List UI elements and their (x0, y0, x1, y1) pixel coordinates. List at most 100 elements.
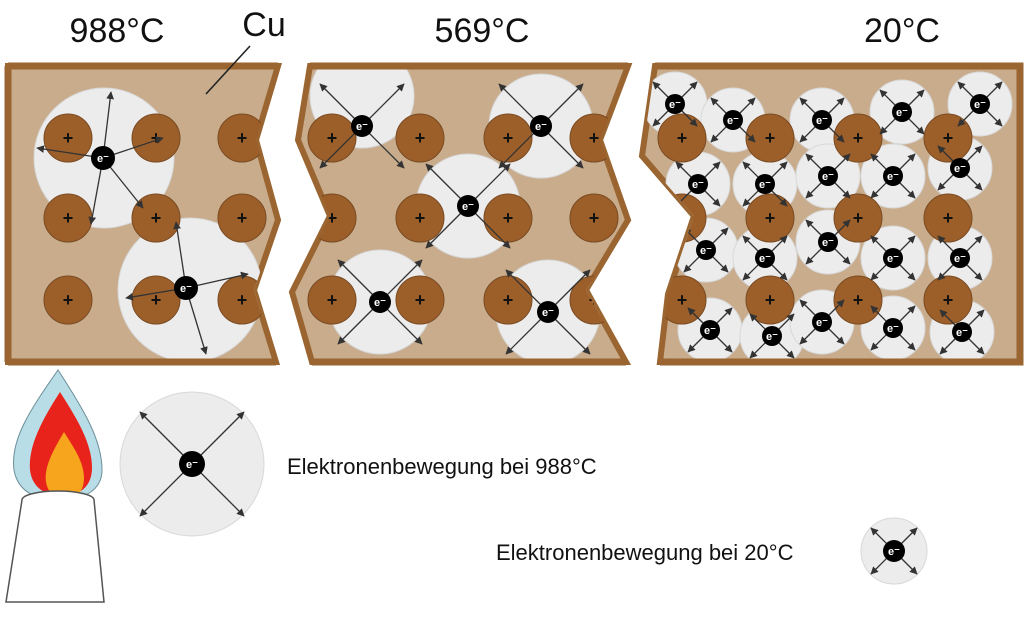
ion-charge-label: + (151, 128, 162, 148)
free-electron: e⁻ (675, 161, 721, 207)
free-electron: e⁻ (870, 153, 916, 199)
free-electron: e⁻ (337, 259, 423, 345)
free-electron: e⁻ (937, 145, 983, 191)
ion-charge-label: + (237, 290, 248, 310)
temperature-label-988: 988°C (70, 12, 165, 50)
electron-charge-label: e⁻ (887, 323, 899, 335)
metal-ion: + (569, 113, 619, 163)
metal-ion: + (307, 275, 357, 325)
metal-ion: + (483, 113, 533, 163)
metal-ion: + (131, 113, 181, 163)
electron-charge-label: e⁻ (180, 283, 192, 295)
metal-ion: + (833, 193, 883, 243)
electron-charge-label: e⁻ (462, 201, 474, 213)
free-electron: e⁻ (687, 307, 733, 353)
ion-charge-label: + (853, 128, 864, 148)
free-electron: e⁻ (742, 161, 788, 207)
ion-charge-label: + (151, 290, 162, 310)
free-electron: e⁻ (683, 227, 729, 273)
metal-ion: + (307, 193, 357, 243)
metal-ion: + (923, 275, 973, 325)
ion-charge-label: + (765, 208, 776, 228)
electron-charge-label: e⁻ (888, 546, 900, 558)
free-electron: e⁻ (799, 299, 845, 345)
free-electron: e⁻ (498, 83, 584, 169)
free-electron: e⁻ (805, 153, 851, 199)
electron-charge-label: e⁻ (535, 121, 547, 133)
electron-charge-label: e⁻ (766, 331, 778, 343)
electron-charge-label: e⁻ (887, 171, 899, 183)
electron-charge-label: e⁻ (816, 317, 828, 329)
ion-charge-label: + (853, 208, 864, 228)
free-electron: e⁻ (710, 97, 756, 143)
ion-charge-label: + (677, 208, 688, 228)
electron-charge-label: e⁻ (186, 459, 198, 471)
metal-ion: + (217, 193, 267, 243)
electron-charge-label: e⁻ (887, 253, 899, 265)
electron-charge-label: e⁻ (700, 245, 712, 257)
electron-charge-label: e⁻ (896, 107, 908, 119)
electron-charge-label: e⁻ (542, 307, 554, 319)
electron-charge-label: e⁻ (374, 297, 386, 309)
metal-ion: + (745, 113, 795, 163)
ion-charge-label: + (677, 128, 688, 148)
metal-ion: + (217, 113, 267, 163)
free-electron: e⁻ (425, 163, 511, 249)
electron-charge-label: e⁻ (954, 253, 966, 265)
ion-charge-label: + (589, 128, 600, 148)
electron-charge-label: e⁻ (692, 179, 704, 191)
ion-charge-label: + (151, 208, 162, 228)
electron-charge-label: e⁻ (759, 253, 771, 265)
metal-ion: + (131, 193, 181, 243)
metal-block-3: ++++++++++++e⁻e⁻e⁻e⁻e⁻e⁻e⁻e⁻e⁻e⁻e⁻e⁻e⁻e⁻… (638, 62, 1024, 366)
metal-ion: + (745, 275, 795, 325)
metal-ion: + (833, 275, 883, 325)
material-label: Cu (242, 6, 285, 44)
ion-charge-label: + (677, 290, 688, 310)
metal-ion: + (131, 275, 181, 325)
electron-charge-label: e⁻ (727, 115, 739, 127)
temperature-label-20: 20°C (864, 12, 940, 50)
free-electron: e⁻ (957, 81, 1003, 127)
ion-charge-label: + (415, 128, 426, 148)
free-electron: e⁻ (125, 221, 249, 355)
ion-charge-label: + (765, 290, 776, 310)
temperature-label-569: 569°C (435, 12, 530, 50)
free-electron: e⁻ (749, 313, 795, 359)
ion-charge-label: + (415, 290, 426, 310)
ion-charge-label: + (237, 128, 248, 148)
legend-cold-electron: e⁻ (860, 517, 928, 585)
electron-charge-label: e⁻ (704, 325, 716, 337)
ion-charge-label: + (943, 290, 954, 310)
metal-ion: + (483, 275, 533, 325)
metal-ion: + (483, 193, 533, 243)
metal-ion: + (657, 113, 707, 163)
free-electron: e⁻ (652, 81, 698, 127)
ion-charge-label: + (589, 208, 600, 228)
metal-ion: + (923, 113, 973, 163)
metal-ion: + (657, 193, 707, 243)
ion-charge-label: + (237, 208, 248, 228)
electron-charge-label: e⁻ (356, 121, 368, 133)
electron-charge-label: e⁻ (956, 327, 968, 339)
free-electron: e⁻ (937, 235, 983, 281)
material-pointer-line (205, 45, 251, 95)
legend-hot-label: Elektronenbewegung bei 988°C (287, 454, 597, 479)
electron-charge-label: e⁻ (954, 163, 966, 175)
free-electron: e⁻ (879, 89, 925, 135)
ion-charge-label: + (853, 290, 864, 310)
free-electron: e⁻ (505, 269, 591, 355)
metal-ion: + (43, 113, 93, 163)
metal-block-1: +++++++++e⁻e⁻ (4, 62, 283, 366)
legend-cold-label: Elektronenbewegung bei 20°C (496, 540, 794, 565)
metal-block-2: ++++++++++++e⁻e⁻e⁻e⁻e⁻ (288, 62, 633, 366)
electron-charge-label: e⁻ (669, 99, 681, 111)
metal-ion: + (745, 193, 795, 243)
metal-ion: + (395, 193, 445, 243)
free-electron: e⁻ (799, 97, 845, 143)
ion-charge-label: + (63, 128, 74, 148)
free-electron: e⁻ (319, 83, 405, 169)
free-electron: e⁻ (870, 235, 916, 281)
ion-charge-label: + (327, 208, 338, 228)
